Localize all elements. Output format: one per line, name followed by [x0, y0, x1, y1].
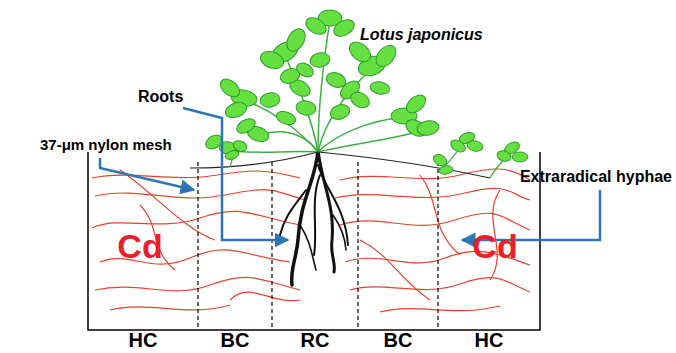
callout-label: 37-μm nylon mesh	[40, 137, 172, 154]
leaf	[234, 116, 257, 136]
leaf	[224, 149, 240, 161]
roots	[280, 150, 348, 285]
mesh-divider	[198, 162, 438, 330]
leaf	[258, 48, 286, 71]
compartment-label: HC	[129, 329, 158, 351]
stolon	[318, 152, 490, 178]
element-label: Cd	[117, 228, 162, 265]
leaf	[348, 89, 372, 111]
leaf	[259, 91, 281, 108]
compartment-label: BC	[221, 329, 250, 351]
callout-label: Extraradical hyphae	[520, 168, 672, 186]
leaf	[331, 16, 357, 39]
stolon	[190, 152, 318, 168]
leaf	[275, 109, 298, 127]
species-label: Lotus japonicus	[360, 26, 483, 44]
compartment-label: RC	[301, 329, 330, 351]
leaf	[294, 60, 316, 79]
leaf	[403, 92, 429, 117]
leaf	[449, 138, 468, 155]
leaf	[512, 152, 528, 162]
leaf	[416, 119, 440, 137]
leaf	[309, 51, 331, 68]
compartment-label: HC	[475, 329, 504, 351]
leaf	[295, 99, 317, 116]
element-label: Cd	[472, 228, 517, 265]
compartment-label: BC	[384, 329, 413, 351]
leaf	[496, 149, 513, 163]
leaf	[217, 76, 243, 101]
leaf	[328, 102, 352, 122]
callout-label: Roots	[138, 88, 183, 106]
leaf	[369, 80, 391, 95]
leaves	[203, 10, 528, 175]
leaf	[223, 100, 248, 121]
leaf	[303, 14, 329, 37]
leaf	[283, 26, 309, 55]
leaf	[372, 42, 400, 71]
leaf	[324, 70, 348, 90]
leaf	[466, 140, 483, 153]
leaf	[438, 165, 453, 175]
